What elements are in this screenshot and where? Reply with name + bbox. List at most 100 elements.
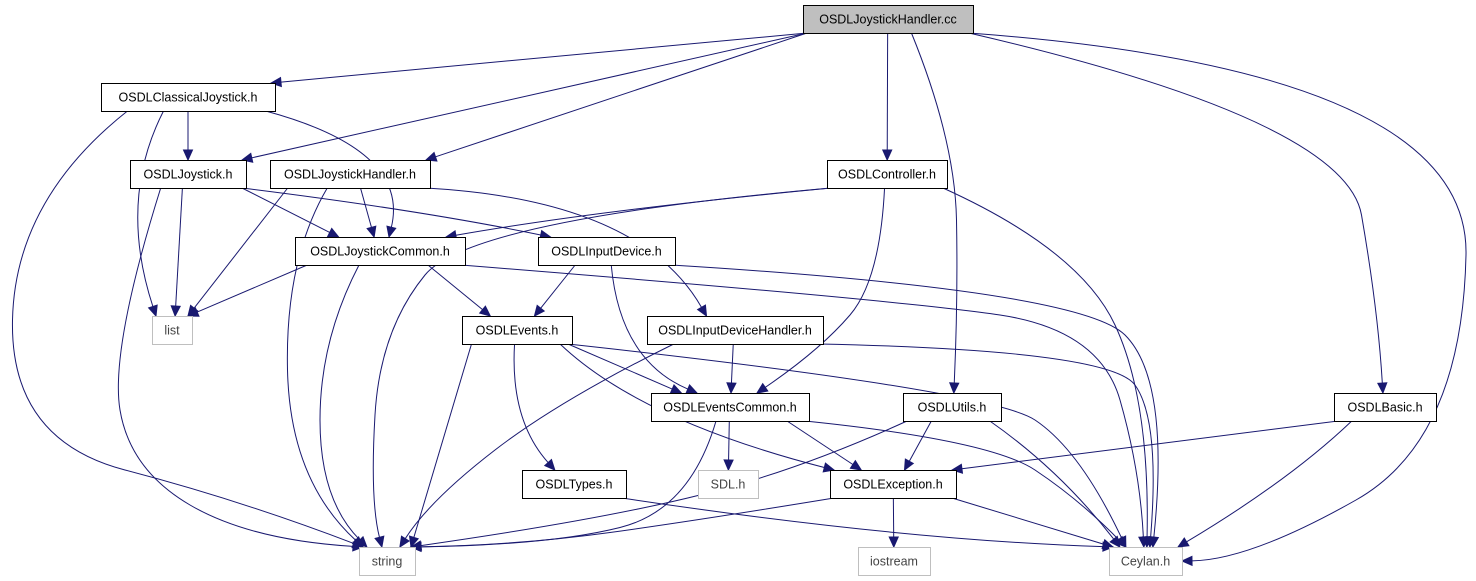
node-label-jhandler: OSDLJoystickHandler.h	[284, 168, 416, 182]
node-utils[interactable]: OSDLUtils.h	[903, 393, 1002, 422]
node-label-joystick: OSDLJoystick.h	[144, 168, 233, 182]
edge-jhandler-to-idhandler	[425, 187, 702, 308]
arrowhead-root-to-classical	[269, 76, 282, 88]
node-label-events: OSDLEvents.h	[476, 324, 559, 338]
edges-layer	[11, 32, 1467, 567]
arrowhead-exception-to-string	[409, 541, 422, 553]
edge-basic-to-ceylan	[1186, 420, 1353, 543]
node-basic[interactable]: OSDLBasic.h	[1334, 393, 1437, 422]
edge-joystick-to-inputdev	[241, 187, 541, 236]
node-label-root: OSDLJoystickHandler.cc	[819, 13, 957, 27]
node-events[interactable]: OSDLEvents.h	[462, 316, 573, 345]
edge-root-to-classical	[280, 32, 808, 83]
arrowhead-root-to-jhandler	[424, 151, 438, 162]
edge-jcommon-to-string	[319, 264, 361, 541]
arrowhead-events-to-exception	[822, 462, 836, 473]
arrowhead-jcommon-to-list	[186, 307, 200, 317]
node-inputdev[interactable]: OSDLInputDevice.h	[538, 237, 676, 266]
edge-root-to-joystick	[251, 32, 808, 159]
edge-events-to-string	[413, 343, 472, 538]
node-label-classical: OSDLClassicalJoystick.h	[119, 91, 258, 105]
node-label-basic: OSDLBasic.h	[1347, 401, 1422, 415]
node-idhandler[interactable]: OSDLInputDeviceHandler.h	[647, 316, 824, 345]
edge-root-to-basic	[968, 32, 1383, 384]
node-joystick[interactable]: OSDLJoystick.h	[130, 160, 247, 189]
arrowhead-jcommon-to-string	[355, 535, 368, 548]
edge-root-to-utils	[910, 32, 958, 384]
arrowhead-controller-to-evcommon	[755, 382, 769, 394]
edge-joystick-to-jcommon	[241, 187, 330, 233]
edge-basic-to-exception	[961, 420, 1339, 470]
node-box-inputdev	[538, 237, 676, 266]
edge-events-to-types	[513, 343, 549, 463]
node-box-jhandler	[270, 160, 431, 189]
node-box-types	[522, 470, 627, 499]
arrowhead-events-to-evcommon	[669, 383, 683, 394]
edge-controller-to-string	[372, 187, 832, 538]
edge-jhandler-to-string	[286, 187, 356, 541]
arrowhead-events-to-string	[408, 535, 420, 549]
node-box-joystick	[130, 160, 247, 189]
node-label-controller: OSDLController.h	[838, 168, 936, 182]
arrowhead-root-to-controller	[881, 149, 893, 162]
edge-idhandler-to-ceylan	[818, 343, 1154, 538]
node-iostream: iostream	[858, 547, 931, 576]
node-controller[interactable]: OSDLController.h	[827, 160, 948, 189]
node-box-controller	[827, 160, 948, 189]
edge-inputdev-to-evcommon	[610, 264, 689, 390]
edge-jcommon-to-ceylan	[460, 264, 1144, 538]
node-box-iostream	[858, 547, 931, 576]
node-jcommon[interactable]: OSDLJoystickCommon.h	[295, 237, 466, 266]
arrowhead-evcommon-to-ceylan	[1114, 535, 1127, 548]
node-box-sdl	[698, 470, 759, 499]
arrowhead-utils-to-ceylan	[1109, 535, 1121, 548]
edge-events-to-ceylan	[567, 343, 1123, 539]
edge-joystick-to-string	[117, 187, 354, 547]
arrowhead-joystick-to-jcommon	[326, 227, 340, 238]
edge-evcommon-to-sdl	[728, 420, 730, 461]
edge-idhandler-to-evcommon	[730, 343, 734, 384]
arrowhead-root-to-ceylan	[1180, 555, 1193, 567]
arrowhead-classical-to-list	[147, 304, 158, 318]
arrowhead-classical-to-jcommon	[386, 225, 397, 239]
node-box-exception	[830, 470, 957, 499]
arrowhead-joystick-to-list	[170, 305, 181, 318]
node-exception[interactable]: OSDLException.h	[830, 470, 957, 499]
edge-evcommon-to-exception	[786, 420, 854, 465]
node-label-inputdev: OSDLInputDevice.h	[551, 245, 662, 259]
node-evcommon[interactable]: OSDLEventsCommon.h	[651, 393, 810, 422]
edge-inputdev-to-events	[540, 264, 576, 309]
node-types[interactable]: OSDLTypes.h	[522, 470, 627, 499]
arrowhead-jcommon-to-ceylan	[1138, 536, 1149, 549]
node-label-list: list	[164, 324, 180, 338]
node-root[interactable]: OSDLJoystickHandler.cc	[803, 5, 974, 34]
node-label-evcommon: OSDLEventsCommon.h	[663, 401, 796, 415]
node-box-ceylan	[1109, 547, 1183, 576]
node-box-utils	[903, 393, 1002, 422]
node-box-string	[359, 547, 416, 576]
node-label-exception: OSDLException.h	[843, 478, 942, 492]
arrowhead-inputdev-to-evcommon	[685, 384, 699, 394]
edge-utils-to-ceylan	[989, 420, 1115, 540]
edge-jhandler-to-jcommon	[360, 187, 372, 228]
edge-inputdev-to-ceylan	[670, 264, 1159, 538]
node-label-sdl: SDL.h	[711, 478, 746, 492]
node-label-utils: OSDLUtils.h	[918, 401, 987, 415]
node-box-events	[462, 316, 573, 345]
arrowhead-basic-to-ceylan	[1176, 537, 1190, 548]
node-box-evcommon	[651, 393, 810, 422]
node-label-idhandler: OSDLInputDeviceHandler.h	[658, 324, 812, 338]
node-sdl: SDL.h	[698, 470, 759, 499]
edge-joystick-to-list	[175, 187, 183, 307]
node-jhandler[interactable]: OSDLJoystickHandler.h	[270, 160, 431, 189]
edge-jcommon-to-events	[427, 264, 483, 311]
edge-jhandler-to-list	[193, 187, 289, 309]
node-classical[interactable]: OSDLClassicalJoystick.h	[101, 83, 276, 112]
arrowhead-evcommon-to-exception	[849, 459, 863, 471]
edge-idhandler-to-string	[404, 343, 674, 539]
node-label-types: OSDLTypes.h	[536, 478, 613, 492]
node-label-ceylan: Ceylan.h	[1121, 555, 1170, 569]
arrowhead-root-to-utils	[949, 382, 960, 395]
node-label-jcommon: OSDLJoystickCommon.h	[310, 245, 450, 259]
